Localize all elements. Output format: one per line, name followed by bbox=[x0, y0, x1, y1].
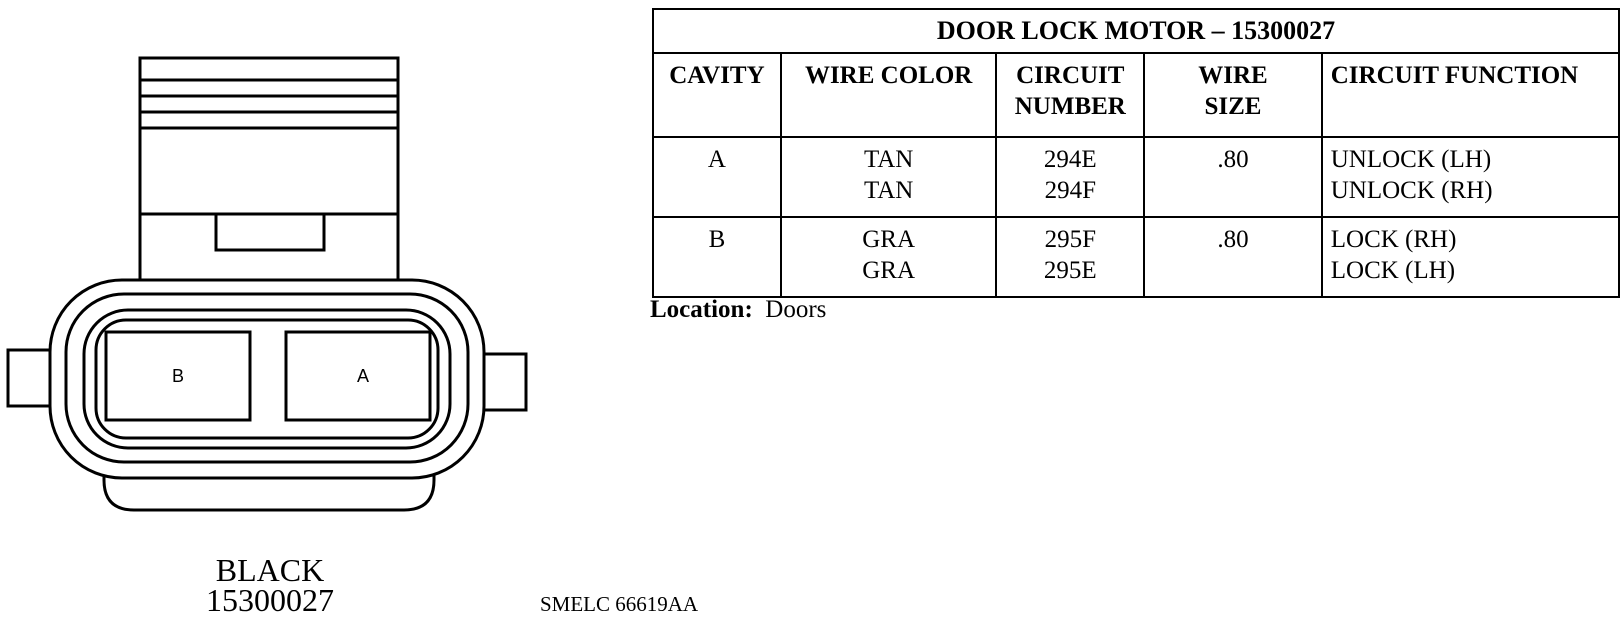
table-title: DOOR LOCK MOTOR – 15300027 bbox=[652, 8, 1620, 54]
header-cavity: CAVITY bbox=[652, 52, 782, 138]
connector-caption: BLACK 15300027 bbox=[150, 552, 390, 618]
cavity-a-label: A bbox=[357, 366, 369, 386]
connector-ear-left bbox=[6, 348, 58, 408]
connector-face-outer bbox=[48, 278, 486, 480]
table-row: A TAN TAN 294E 294F .80 UNLOCK (LH) UNLO… bbox=[652, 136, 1621, 218]
wire-color-value: GRA bbox=[862, 226, 916, 253]
table-title-row: DOOR LOCK MOTOR – 15300027 bbox=[652, 8, 1620, 54]
pinout-table: DOOR LOCK MOTOR – 15300027 CAVITY WIRE C… bbox=[652, 8, 1621, 298]
locking-tab bbox=[214, 214, 326, 252]
cell-wire-color: GRA GRA bbox=[779, 216, 998, 298]
circuit-number-value: 295F bbox=[1044, 226, 1096, 253]
cell-wire-color: TAN TAN bbox=[779, 136, 998, 218]
circuit-number-value: 294F bbox=[1044, 177, 1096, 204]
location-line: Location: Doors bbox=[650, 296, 826, 324]
connector-face-middle bbox=[64, 292, 470, 464]
table-row: B GRA GRA 295F 295E .80 LOCK (RH) LOCK (… bbox=[652, 216, 1621, 298]
cell-circuit-number: 295F 295E bbox=[995, 216, 1146, 298]
header-wire-color: WIRE COLOR bbox=[779, 52, 998, 138]
cavity-b-outline bbox=[104, 330, 252, 422]
cell-wire-size: .80 bbox=[1143, 216, 1323, 298]
location-value: Doors bbox=[765, 296, 827, 323]
connector-diagram: B A bbox=[6, 56, 528, 512]
header-circuit-number: CIRCUIT NUMBER bbox=[995, 52, 1146, 138]
wire-color-value: TAN bbox=[863, 177, 914, 204]
circuit-function-value: UNLOCK (RH) bbox=[1330, 177, 1493, 204]
connector-face-inner bbox=[82, 308, 452, 450]
circuit-number-value: 295E bbox=[1043, 257, 1097, 284]
connector-face-core bbox=[94, 318, 440, 440]
header-wire-size-line2: SIZE bbox=[1204, 93, 1262, 120]
circuit-function-value: LOCK (LH) bbox=[1330, 257, 1456, 284]
connector-color-label: BLACK bbox=[215, 552, 325, 588]
header-circuit-number-line2: NUMBER bbox=[1014, 93, 1126, 120]
figure-id: SMELC 66619AA bbox=[540, 592, 699, 616]
table-header-row: CAVITY WIRE COLOR CIRCUIT NUMBER WIRE SI… bbox=[652, 52, 1621, 138]
header-circuit-number-line1: CIRCUIT bbox=[1016, 62, 1125, 89]
cell-circuit-number: 294E 294F bbox=[995, 136, 1146, 218]
cavity-a-outline bbox=[284, 330, 432, 422]
cell-wire-size: .80 bbox=[1143, 136, 1323, 218]
location-label: Location: bbox=[650, 296, 753, 323]
cell-circuit-function: UNLOCK (LH) UNLOCK (RH) bbox=[1320, 136, 1621, 218]
cell-circuit-function: LOCK (RH) LOCK (LH) bbox=[1320, 216, 1621, 298]
wire-color-value: GRA bbox=[862, 257, 916, 284]
circuit-number-value: 294E bbox=[1043, 146, 1097, 173]
header-wire-size: WIRE SIZE bbox=[1143, 52, 1323, 138]
circuit-function-value: UNLOCK (LH) bbox=[1330, 146, 1492, 173]
cavity-b-label: B bbox=[172, 366, 184, 386]
wire-color-value: TAN bbox=[863, 146, 914, 173]
circuit-function-value: LOCK (RH) bbox=[1330, 226, 1457, 253]
header-wire-size-line1: WIRE bbox=[1198, 62, 1268, 89]
connector-part-number: 15300027 bbox=[206, 582, 334, 618]
header-circuit-function: CIRCUIT FUNCTION bbox=[1320, 52, 1621, 138]
cell-cavity: B bbox=[652, 216, 782, 298]
cell-cavity: A bbox=[652, 136, 782, 218]
connector-housing-top bbox=[138, 56, 400, 288]
